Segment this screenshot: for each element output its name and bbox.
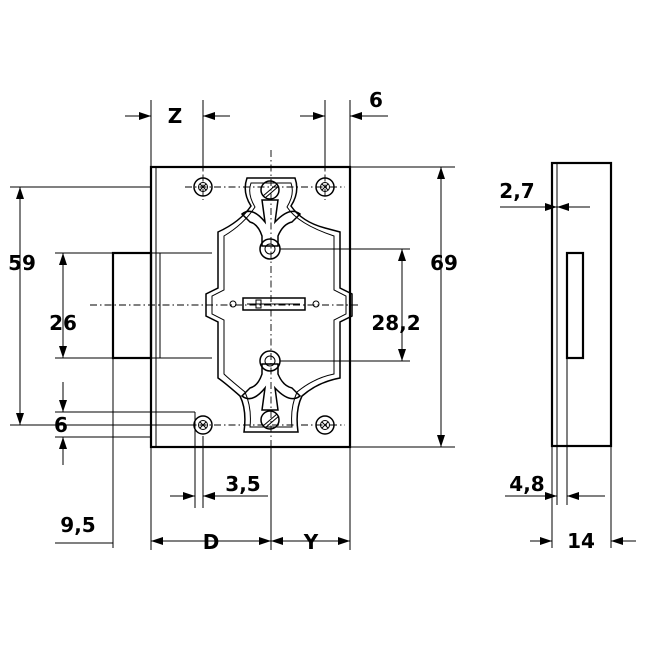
rivet-bottom xyxy=(260,410,280,430)
screw-bottom-left xyxy=(193,415,213,435)
dim-26: 26 xyxy=(49,311,77,335)
dim-y: Y xyxy=(303,530,319,554)
front-view xyxy=(90,150,360,460)
dim-z: Z xyxy=(168,104,183,128)
keyhole-lower xyxy=(240,363,302,411)
bolt xyxy=(111,251,153,360)
dim-offset-6: 6 xyxy=(54,413,68,437)
keyhole-upper xyxy=(240,199,302,247)
dim-69: 69 xyxy=(430,251,458,275)
dim-28-2: 28,2 xyxy=(371,311,420,335)
dim-59: 59 xyxy=(8,251,36,275)
dim-3-5: 3,5 xyxy=(225,472,260,496)
dim-top-6: 6 xyxy=(369,88,383,112)
side-view xyxy=(550,161,613,448)
side-case xyxy=(550,161,613,448)
escutcheon-plate xyxy=(205,177,353,433)
dim-d: D xyxy=(203,530,220,554)
side-slot xyxy=(565,251,585,360)
rivet-top xyxy=(260,180,280,200)
dim-9-5: 9,5 xyxy=(60,513,95,537)
dim-4-8: 4,8 xyxy=(509,472,544,496)
center-slot xyxy=(242,297,306,311)
dim-14: 14 xyxy=(567,529,595,553)
front-dimensions: Z 6 59 26 6 69 2 xyxy=(8,88,458,554)
dim-2-7: 2,7 xyxy=(499,179,534,203)
lock-case xyxy=(149,165,352,449)
side-dimensions: 2,7 4,8 14 xyxy=(499,179,636,553)
